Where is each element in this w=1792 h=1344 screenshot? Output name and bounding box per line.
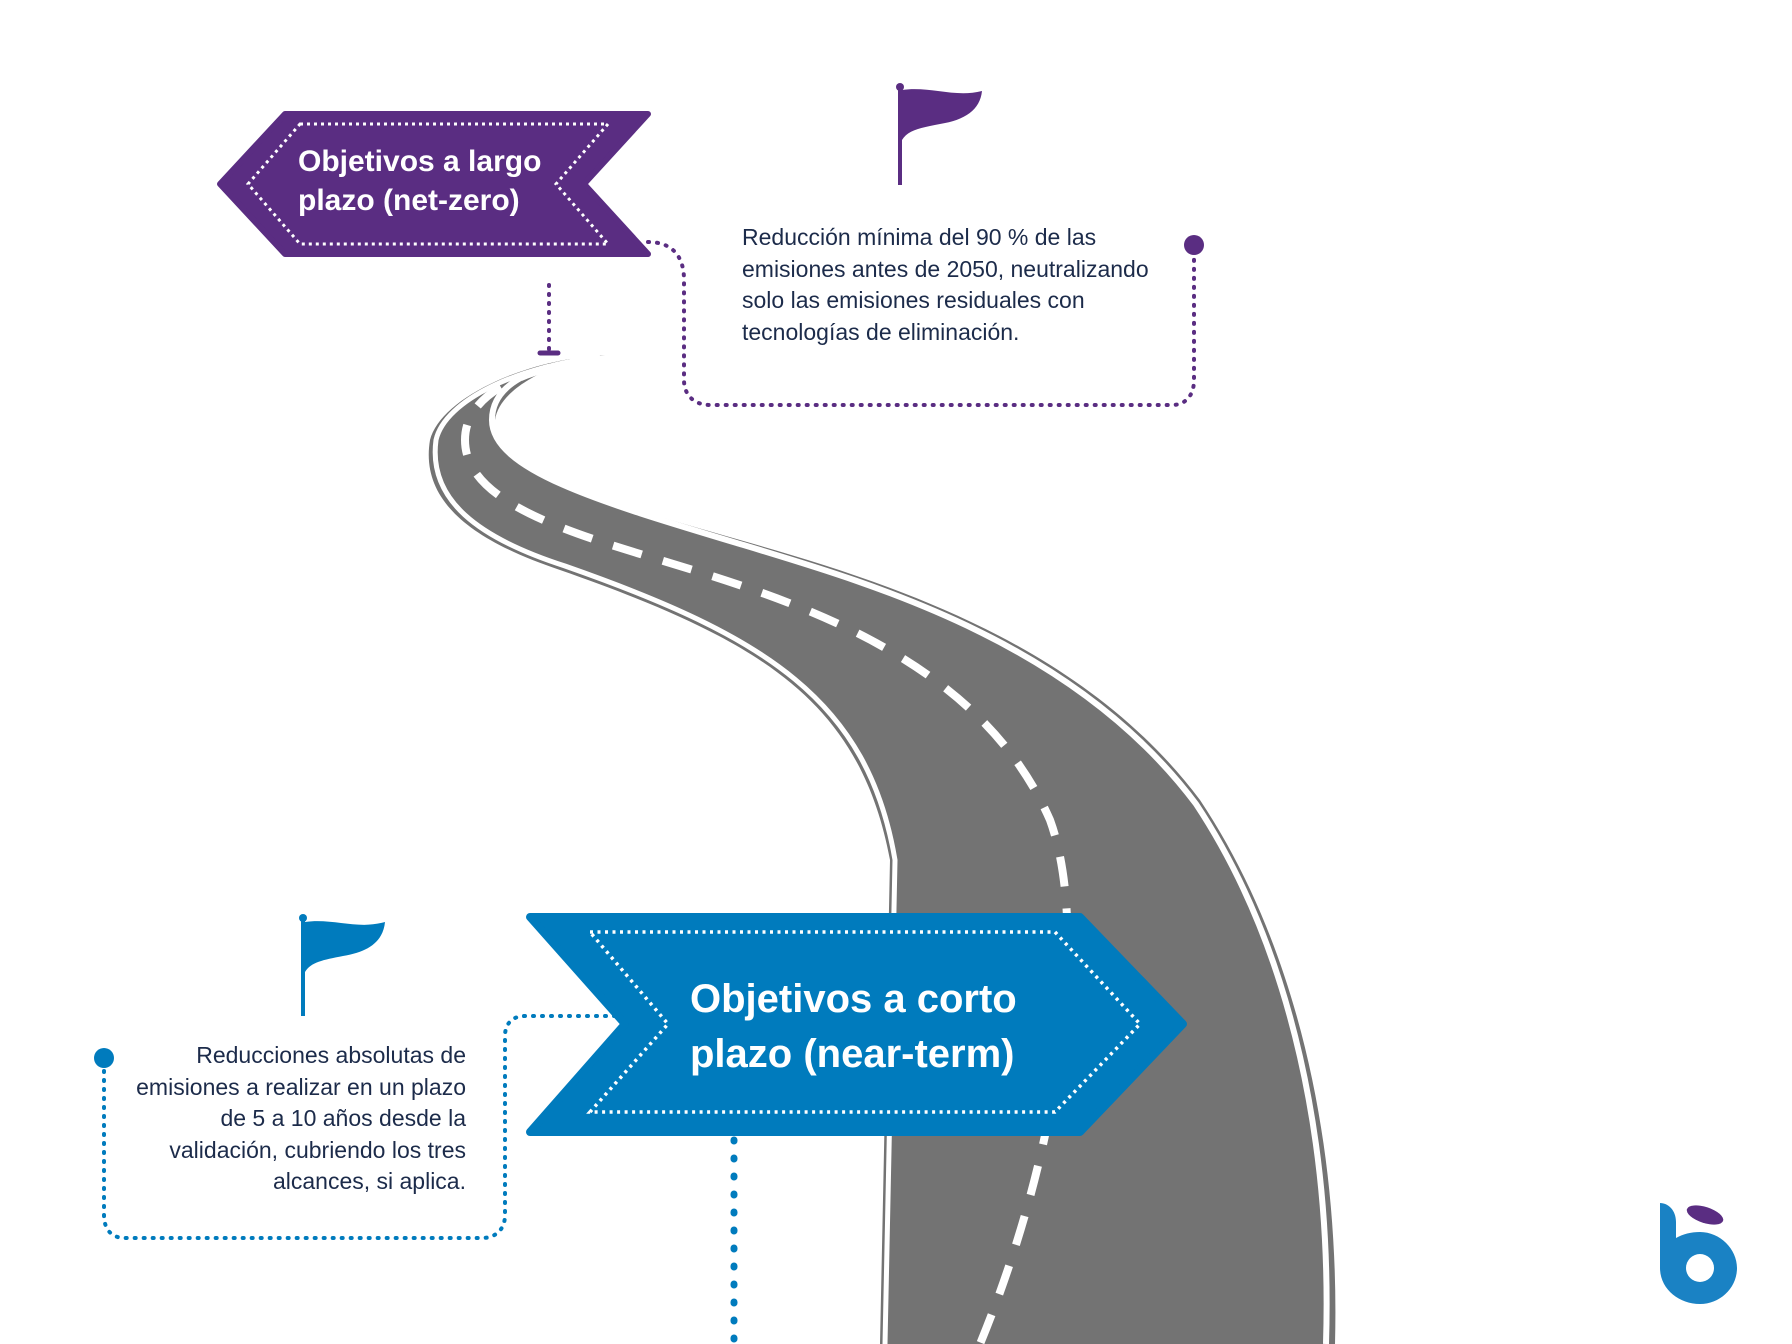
long-term-sign [217,111,651,257]
short-term-title: Objetivos a corto plazo (near-term) [690,972,1090,1082]
long-term-title-line2: plazo (net-zero) [298,184,520,217]
road [428,354,1336,1344]
long-term-connector [646,240,1196,407]
long-term-title: Objetivos a largo plazo (net-zero) [298,142,598,220]
short-term-flag-icon [299,914,385,1016]
brand-logo [1660,1203,1737,1304]
short-term-title-line2: plazo (near-term) [690,1032,1015,1077]
short-term-description: Reducciones absolutas de emisiones a rea… [136,1042,466,1194]
short-term-sign [526,913,1187,1136]
short-term-connector [102,1014,617,1240]
long-term-dot [1184,235,1204,255]
short-term-title-line1: Objetivos a corto [690,977,1017,1021]
long-term-flag-icon [896,83,982,185]
long-term-description: Reducción mínima del 90 % de las emision… [742,224,1149,345]
short-term-dot [94,1048,114,1068]
long-term-title-line1: Objetivos a largo [298,145,542,178]
